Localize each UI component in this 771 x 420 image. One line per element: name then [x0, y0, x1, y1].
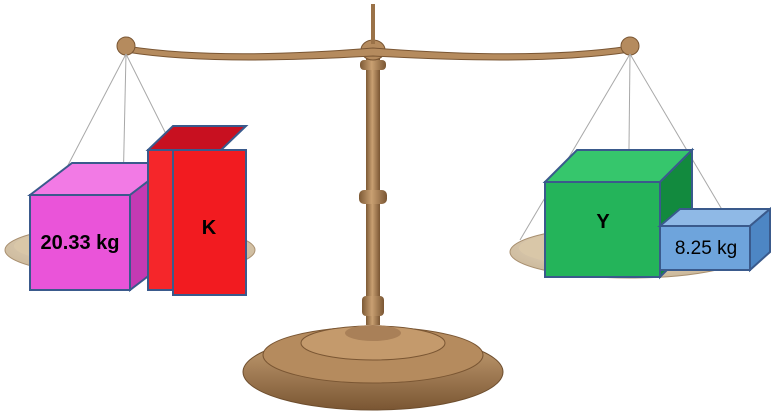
scale-base: [243, 325, 503, 410]
right-weight-label: 8.25 kg: [675, 238, 737, 259]
right-beam-knob: [621, 37, 639, 55]
left-weight-label: 20.33 kg: [41, 232, 120, 254]
box-k-label: K: [202, 217, 217, 239]
box-k: K: [148, 126, 246, 295]
box-y-label: Y: [596, 211, 610, 233]
right-weight-box: 8.25 kg: [660, 209, 770, 270]
left-beam-knob: [117, 37, 135, 55]
